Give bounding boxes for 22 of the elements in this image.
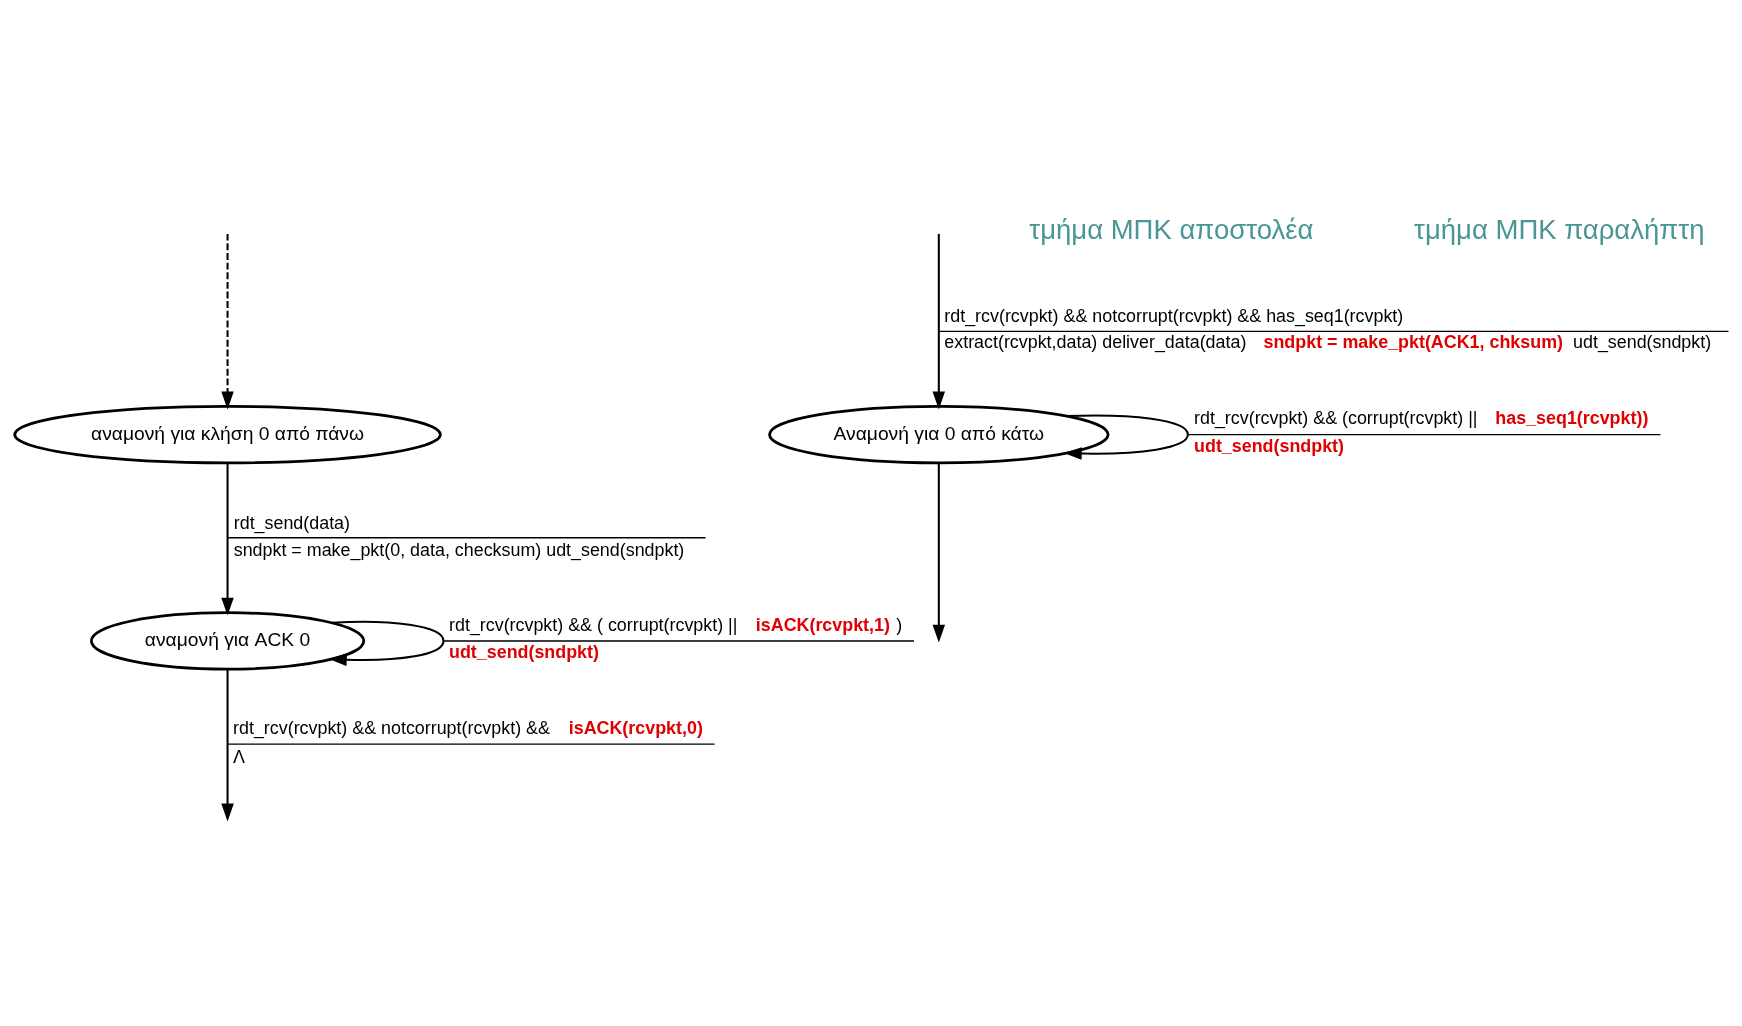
label: τμήμα ΜΠΚ παραλήπτη xyxy=(1413,213,1704,245)
node-ellipse: Αναμονή για 0 από κάτω xyxy=(767,404,1109,464)
edge-label: rdt_rcv(rcvpkt) && ( corrupt(rcvpkt) || isACK(rcvpkt,1) ) xyxy=(448,613,902,634)
edge-label: udt_send(sndpkt) xyxy=(448,641,599,662)
edge-label: rdt_send(data) xyxy=(233,512,350,533)
arrow xyxy=(328,620,445,666)
node-ellipse: αναμονή για ACK 0 xyxy=(89,610,365,671)
arrow xyxy=(1063,414,1189,460)
edge-label: extract(rcvpkt,data) deliver_data(data) sndpkt = make_pkt(ACK1, chksum) udt_send(sndpkt) xyxy=(943,331,1711,352)
node-ellipse: αναμονή για κλήση 0 από πάνω xyxy=(12,404,442,464)
edge-label: Λ xyxy=(232,746,245,767)
edge-label: rdt_rcv(rcvpkt) && notcorrupt(rcvpkt) && isACK(rcvpkt,0) xyxy=(232,717,703,738)
arrow xyxy=(220,462,234,616)
edge-label: rdt_rcv(rcvpkt) && notcorrupt(rcvpkt) && has_seq1(rcvpkt) xyxy=(943,305,1403,326)
edge-label: rdt_rcv(rcvpkt) && (corrupt(rcvpkt) || has_seq1(rcvpkt)) xyxy=(1193,407,1648,428)
label: τμήμα ΜΠΚ αποστολέα xyxy=(1028,213,1313,245)
arrow xyxy=(932,233,945,409)
arrow xyxy=(220,668,234,821)
edge-label: udt_send(sndpkt) xyxy=(1193,435,1344,456)
arrow xyxy=(220,233,234,409)
arrow xyxy=(932,462,945,643)
edge-label: sndpkt = make_pkt(0, data, checksum) udt_send(sndpkt) xyxy=(233,539,684,560)
